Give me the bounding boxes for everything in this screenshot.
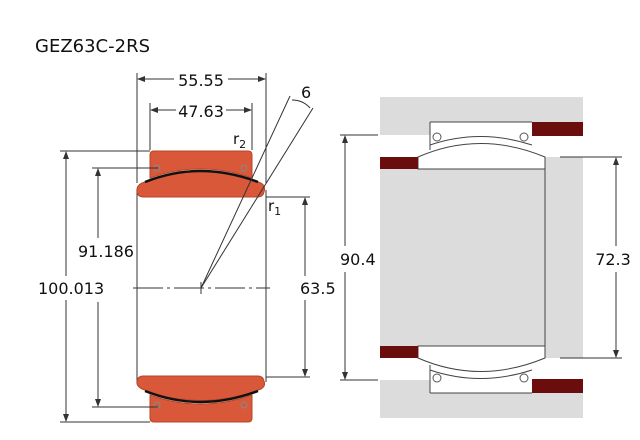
label-r2: r2 <box>233 130 246 151</box>
dim-sphere-diameter: 91.186 <box>78 242 134 261</box>
mounting-view <box>340 97 622 418</box>
dim-bore: 63.5 <box>300 279 336 298</box>
dim-outer-width: 55.55 <box>178 71 224 90</box>
outer-ring-top <box>149 150 253 179</box>
outer-ring-bottom <box>149 394 253 423</box>
dim-outer-diameter: 100.013 <box>38 279 104 298</box>
dim-shaft-shoulder: 72.3 <box>595 250 631 269</box>
dim-housing-shoulder: 90.4 <box>340 250 376 269</box>
title: GEZ63C-2RS <box>35 36 150 57</box>
dim-angle: 6 <box>301 83 311 102</box>
dim-outer-ring-width: 47.63 <box>178 102 224 121</box>
label-r1: r1 <box>268 197 281 218</box>
bearing-section-view <box>60 73 314 423</box>
inner-ring-bottom <box>136 375 266 401</box>
